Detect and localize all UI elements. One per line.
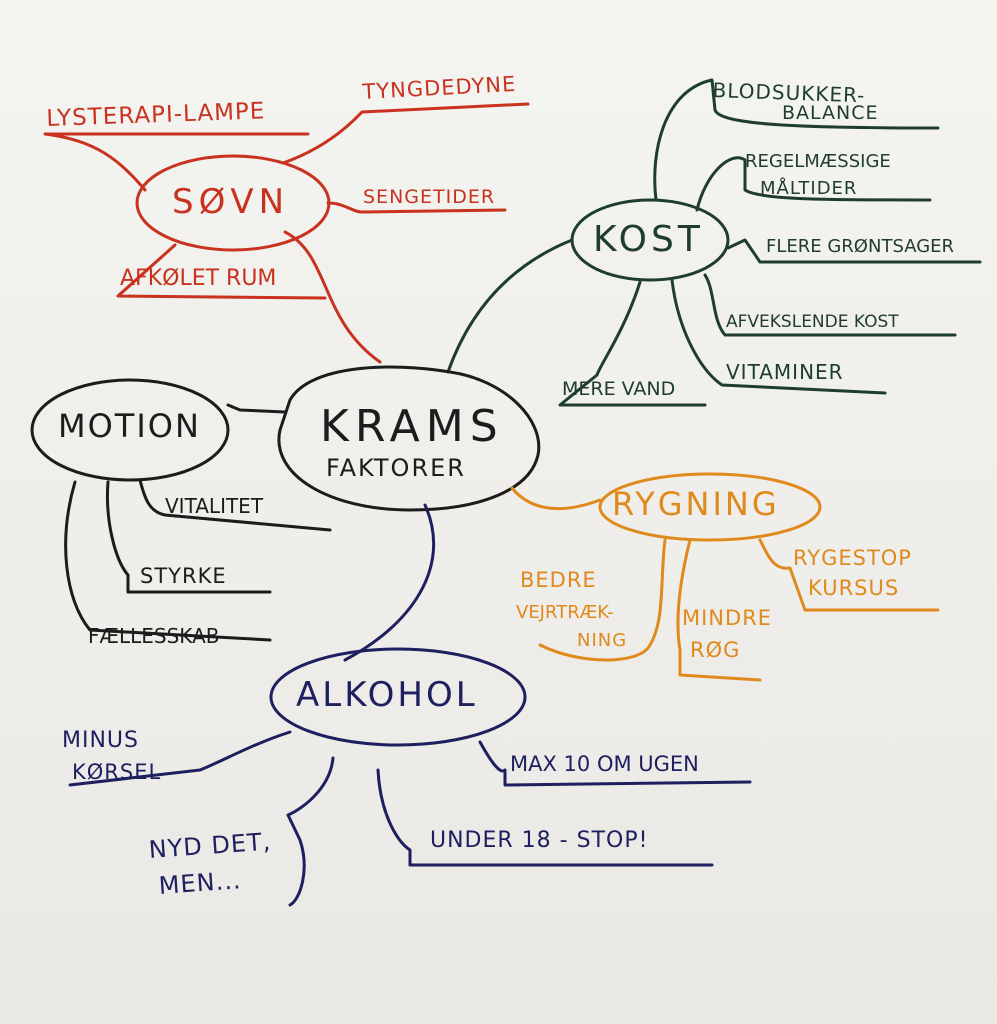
sleep-title: SØVN bbox=[172, 182, 290, 222]
sleep-branch-sengetider bbox=[326, 201, 507, 214]
smoking-branch-rygestop bbox=[758, 538, 940, 612]
diet-branch-merevand bbox=[558, 280, 707, 407]
alcohol-branch-minus bbox=[68, 730, 292, 787]
alcohol-title: ALKOHOL bbox=[296, 675, 478, 715]
smoking-item-rygestop-2: KURSUS bbox=[808, 576, 900, 600]
diet-title: KOST bbox=[593, 219, 704, 260]
diet-branch-vitaminer bbox=[670, 278, 887, 395]
exercise-to-center bbox=[226, 403, 287, 414]
exercise-node-ellipse bbox=[30, 378, 230, 482]
diet-branch-regelmaessige bbox=[695, 156, 932, 212]
sleep-item-sengetider: SENGETIDER bbox=[363, 186, 496, 208]
center-node-outline bbox=[277, 365, 541, 512]
alcohol-branch-max bbox=[478, 740, 752, 787]
smoking-node-ellipse bbox=[598, 472, 822, 542]
exercise-branch-vitalitet bbox=[138, 478, 332, 532]
smoking-branch-mindre bbox=[676, 538, 762, 682]
alcohol-item-minus: MINUS bbox=[62, 728, 139, 753]
diet-item-regelmaessige-1: REGELMÆSSIGE bbox=[745, 151, 891, 172]
alcohol-branch-nyd bbox=[286, 756, 335, 907]
exercise-title: MOTION bbox=[58, 407, 201, 445]
diet-branch-blodsukker bbox=[653, 78, 940, 202]
sleep-to-center bbox=[283, 230, 382, 364]
diet-item-merevand: MERE VAND bbox=[562, 378, 676, 400]
smoking-item-roeg: RØG bbox=[690, 638, 741, 662]
diet-item-flere: FLERE GRØNTSAGER bbox=[766, 236, 955, 257]
exercise-branch-styrke bbox=[105, 480, 272, 594]
alcohol-node-ellipse bbox=[269, 647, 527, 747]
smoking-item-ning: NING bbox=[577, 630, 628, 651]
smoking-item-mindre: MINDRE bbox=[682, 606, 773, 630]
diet-item-afvekslende: AFVEKSLENDE KOST bbox=[726, 312, 899, 332]
exercise-item-faellesskab: FÆLLESSKAB bbox=[88, 624, 220, 648]
sleep-item-afkoelet: AFKØLET RUM bbox=[120, 266, 277, 291]
exercise-item-vitalitet: VITALITET bbox=[165, 494, 264, 518]
sleep-branch-tyngdedyne bbox=[281, 102, 530, 165]
sleep-branch-lysterapi bbox=[43, 132, 310, 192]
center-to-smoking bbox=[510, 486, 602, 511]
center-subtitle: FAKTORER bbox=[326, 454, 466, 482]
sleep-branch-afkoelet bbox=[116, 243, 327, 300]
diet-item-vitaminer: VITAMINER bbox=[726, 360, 844, 384]
alcohol-branch-under18 bbox=[376, 768, 714, 867]
diet-item-regelmaessige-2: MÅLTIDER bbox=[760, 178, 858, 199]
smoking-item-bedre: BEDRE bbox=[520, 568, 597, 592]
smoking-item-rygestop-1: RYGESTOP bbox=[793, 546, 912, 570]
smoking-title: RYGNING bbox=[612, 485, 780, 523]
diet-item-blodsukker-2: BALANCE bbox=[782, 102, 879, 124]
center-to-diet bbox=[446, 238, 574, 374]
alcohol-item-men: MEN... bbox=[157, 866, 243, 900]
exercise-branch-faellesskab bbox=[64, 480, 272, 642]
center-title: KRAMS bbox=[320, 401, 504, 452]
center-to-alcohol bbox=[343, 503, 435, 662]
smoking-branch-bedre bbox=[538, 538, 667, 662]
alcohol-item-under18: UNDER 18 - STOP! bbox=[430, 828, 649, 853]
diet-branch-flere bbox=[726, 238, 982, 264]
alcohol-item-max: MAX 10 OM UGEN bbox=[510, 752, 699, 776]
alcohol-item-koersel: KØRSEL bbox=[72, 760, 162, 784]
smoking-item-vejrtraek: VEJRTRÆK- bbox=[516, 602, 614, 623]
diet-branch-afvekslende bbox=[703, 273, 957, 337]
exercise-item-styrke: STYRKE bbox=[140, 564, 227, 588]
